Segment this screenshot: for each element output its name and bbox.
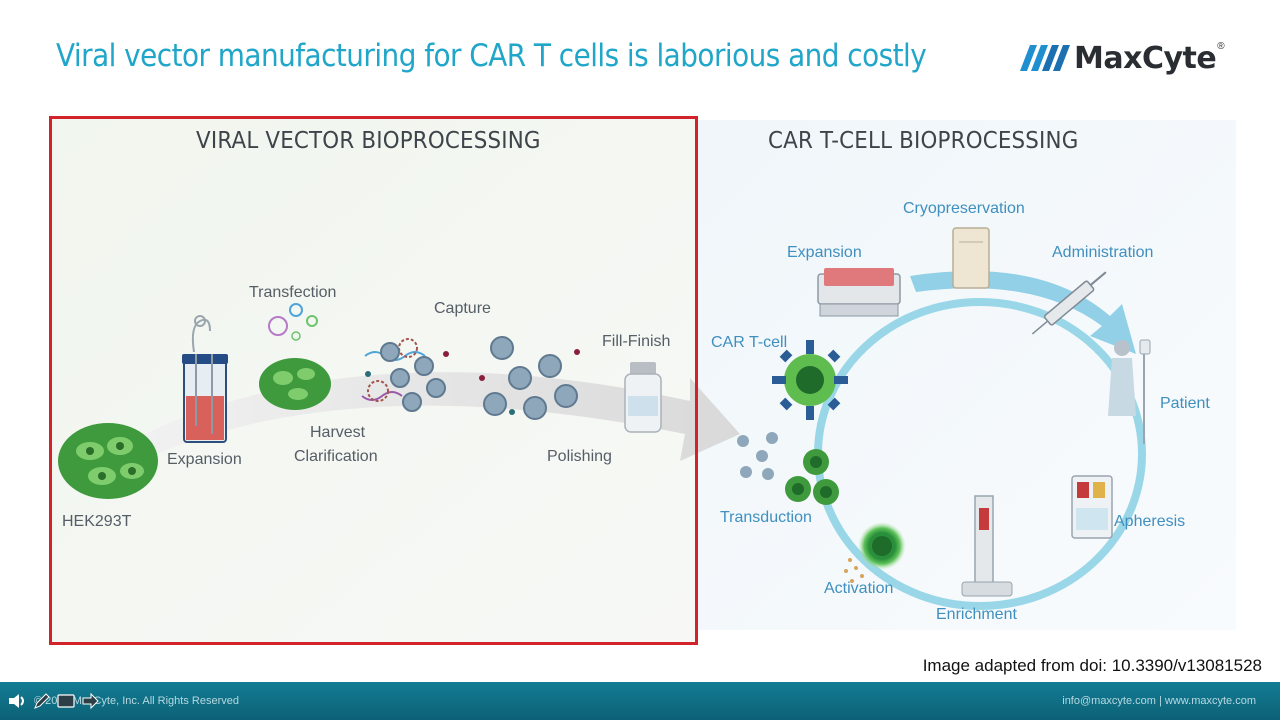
arrow-right-icon[interactable] bbox=[80, 691, 100, 711]
activation-cell-icon bbox=[844, 522, 906, 583]
figure-graphics bbox=[50, 116, 1236, 644]
logo-registered-mark: ® bbox=[1217, 40, 1225, 52]
plasmid-icons bbox=[268, 303, 318, 341]
player-controls bbox=[0, 686, 100, 716]
vial-icon bbox=[624, 362, 662, 433]
footer-contact: info@maxcyte.com | www.maxcyte.com bbox=[1062, 695, 1256, 707]
patient-icon bbox=[1108, 339, 1151, 444]
label-administration: Administration bbox=[1052, 244, 1154, 261]
maxcyte-logo-icon bbox=[1020, 45, 1070, 71]
car-t-cell-icon bbox=[772, 340, 848, 420]
car-t-panel-bg bbox=[698, 120, 1236, 630]
label-car-t-expansion: Expansion bbox=[787, 244, 862, 261]
label-activation: Activation bbox=[824, 580, 894, 597]
label-capture: Capture bbox=[434, 300, 491, 317]
enrichment-instrument-icon bbox=[961, 495, 1013, 597]
maxcyte-logo: MaxCyte ® bbox=[1020, 40, 1225, 76]
image-credit: Image adapted from doi: 10.3390/v1308152… bbox=[922, 656, 1262, 675]
harvest-vectors-icon bbox=[361, 338, 449, 412]
car-t-section-title: CAR T-CELL BIOPROCESSING bbox=[768, 128, 1079, 154]
hek293t-cells-icon bbox=[58, 423, 158, 499]
label-apheresis: Apheresis bbox=[1114, 513, 1186, 530]
footer-bar: © 2022 MaxCyte, Inc. All Rights Reserved… bbox=[0, 682, 1280, 720]
label-fill-finish: Fill-Finish bbox=[602, 333, 671, 350]
label-transfection: Transfection bbox=[249, 284, 337, 301]
viral-vector-section-title: VIRAL VECTOR BIOPROCESSING bbox=[196, 128, 541, 154]
label-polishing: Polishing bbox=[547, 448, 612, 465]
capture-vectors-icon bbox=[479, 336, 580, 420]
label-enrichment: Enrichment bbox=[936, 606, 1017, 623]
bioprocessing-figure: VIRAL VECTOR BIOPROCESSING HEK293T Expan… bbox=[50, 116, 1236, 646]
cryo-bag-icon bbox=[952, 227, 990, 289]
label-clarification: Clarification bbox=[294, 448, 378, 465]
label-hek293t: HEK293T bbox=[62, 513, 132, 530]
label-transduction: Transduction bbox=[720, 509, 812, 526]
transduction-cells-icon bbox=[737, 432, 839, 505]
syringe-icon bbox=[1031, 271, 1107, 335]
expansion-tray-icon bbox=[817, 268, 901, 317]
label-car-t-cell: CAR T-cell bbox=[711, 334, 788, 351]
apheresis-machine-icon bbox=[1071, 475, 1113, 539]
label-expansion: Expansion bbox=[167, 451, 242, 468]
cycle-arrow-top bbox=[910, 271, 1136, 354]
screen-icon[interactable] bbox=[56, 691, 76, 711]
slide-title: Viral vector manufacturing for CAR T cel… bbox=[56, 38, 927, 74]
label-patient: Patient bbox=[1160, 395, 1210, 412]
label-harvest: Harvest bbox=[310, 424, 366, 441]
bioreactor-icon bbox=[182, 315, 228, 443]
pen-icon[interactable] bbox=[32, 691, 52, 711]
speaker-icon[interactable] bbox=[6, 690, 28, 712]
label-cryopreservation: Cryopreservation bbox=[903, 200, 1025, 217]
transfected-cells-icon bbox=[259, 358, 331, 410]
logo-text: MaxCyte bbox=[1074, 40, 1217, 76]
